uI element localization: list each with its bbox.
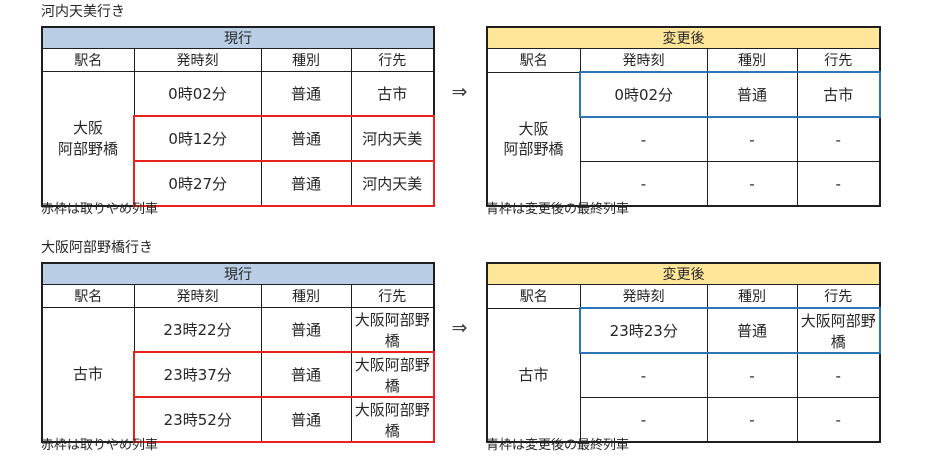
rightward-arrow: ⇒: [451, 317, 468, 339]
station-name-line: 阿部野橋: [503, 139, 564, 158]
station-name-line: 阿部野橋: [57, 139, 118, 158]
type-cell: 普通: [260, 351, 352, 398]
dest-cell: -: [796, 352, 881, 398]
time-cell: -: [579, 161, 708, 207]
type-cell: 普通: [706, 307, 798, 354]
time-cell: 0時02分: [579, 71, 708, 118]
time-cell: 0時27分: [133, 160, 262, 207]
col-header-departure: 発時刻: [579, 284, 708, 309]
table-header-changed: 変更後: [486, 26, 881, 49]
time-cell: 0時02分: [133, 71, 262, 117]
time-cell: -: [579, 352, 708, 398]
station-cell: 古市: [41, 307, 135, 443]
cancelled-train-row: 23時52分 普通 大阪阿部野橋: [42, 396, 435, 443]
time-cell: -: [579, 116, 708, 162]
type-cell: -: [706, 352, 798, 398]
col-header-station: 駅名: [41, 48, 135, 72]
section-title-kawachiamami: 河内天美行き: [41, 4, 125, 20]
dest-cell: 大阪阿部野橋: [350, 307, 435, 353]
note-cancelled-trains: 赤枠は取りやめ列車: [41, 438, 159, 453]
station-name-line: 大阪: [518, 119, 549, 138]
note-cancelled-trains: 赤枠は取りやめ列車: [41, 202, 159, 217]
cancelled-train-row: 23時37分 普通 大阪阿部野橋: [42, 351, 435, 398]
table-header-current: 現行: [41, 262, 435, 285]
type-cell: -: [706, 397, 798, 443]
col-header-station: 駅名: [486, 284, 581, 309]
col-header-destination: 行先: [796, 284, 881, 309]
type-cell: 普通: [260, 115, 352, 162]
cancelled-train-row: 0時27分 普通 河内天美: [42, 160, 435, 207]
table-header-changed: 変更後: [486, 262, 881, 285]
dest-cell: -: [796, 116, 881, 162]
col-header-station: 駅名: [486, 48, 581, 73]
dest-cell: 古市: [350, 71, 435, 117]
time-cell: 0時12分: [133, 115, 262, 162]
type-cell: 普通: [260, 160, 352, 207]
dest-cell: 大阪阿部野橋: [350, 396, 435, 443]
station-name-line: 古市: [72, 365, 103, 384]
col-header-destination: 行先: [796, 48, 881, 73]
dest-cell: 古市: [796, 71, 881, 118]
dest-cell: 河内天美: [350, 160, 435, 207]
dest-cell: 大阪阿部野橋: [796, 307, 881, 354]
col-header-destination: 行先: [350, 284, 435, 308]
col-header-departure: 発時刻: [133, 284, 262, 308]
col-header-type: 種別: [706, 48, 798, 73]
time-cell: 23時22分: [133, 307, 262, 353]
station-cell: 大阪 阿部野橋: [41, 71, 135, 207]
current-timetable-kawachiamami: 現行 駅名 発時刻 種別 行先 大阪 阿部野橋 0時02分 普通 古市 0時12…: [41, 26, 435, 207]
station-name-line: 大阪: [72, 119, 103, 138]
dest-cell: -: [796, 397, 881, 443]
col-header-type: 種別: [260, 48, 352, 72]
last-train-row: 大阪 阿部野橋 0時02分 普通 古市: [486, 71, 881, 207]
station-cell: 古市: [486, 307, 581, 443]
time-cell: 23時37分: [133, 351, 262, 398]
type-cell: -: [706, 116, 798, 162]
dest-cell: 河内天美: [350, 115, 435, 162]
last-train-row: 古市 23時23分 普通 大阪阿部野橋: [486, 307, 881, 443]
note-last-train: 青枠は変更後の最終列車: [486, 438, 630, 453]
rightward-arrow: ⇒: [451, 81, 468, 103]
col-header-departure: 発時刻: [133, 48, 262, 72]
type-cell: 普通: [260, 307, 352, 353]
changed-timetable-abenobashi: 変更後 駅名 発時刻 種別 行先 古市 23時23分 普通 大阪阿部野橋 - -: [486, 262, 881, 443]
type-cell: 普通: [260, 396, 352, 443]
time-cell: -: [579, 397, 708, 443]
col-header-destination: 行先: [350, 48, 435, 72]
section-title-abenobashi: 大阪阿部野橋行き: [41, 240, 153, 256]
dest-cell: -: [796, 161, 881, 207]
table-header-current: 現行: [41, 26, 435, 49]
col-header-type: 種別: [260, 284, 352, 308]
type-cell: -: [706, 161, 798, 207]
time-cell: 23時52分: [133, 396, 262, 443]
col-header-departure: 発時刻: [579, 48, 708, 73]
type-cell: 普通: [260, 71, 352, 117]
time-cell: 23時23分: [579, 307, 708, 354]
changed-timetable-kawachiamami: 変更後 駅名 発時刻 種別 行先 大阪 阿部野橋 0時02分 普通 古市 - -: [486, 26, 881, 207]
type-cell: 普通: [706, 71, 798, 118]
col-header-station: 駅名: [41, 284, 135, 308]
dest-cell: 大阪阿部野橋: [350, 351, 435, 398]
current-timetable-abenobashi: 現行 駅名 発時刻 種別 行先 古市 23時22分 普通 大阪阿部野橋 23時3…: [41, 262, 435, 443]
col-header-type: 種別: [706, 284, 798, 309]
note-last-train: 青枠は変更後の最終列車: [486, 202, 630, 217]
station-cell: 大阪 阿部野橋: [486, 71, 581, 207]
cancelled-train-row: 0時12分 普通 河内天美: [42, 115, 435, 162]
station-name-line: 古市: [518, 365, 549, 384]
